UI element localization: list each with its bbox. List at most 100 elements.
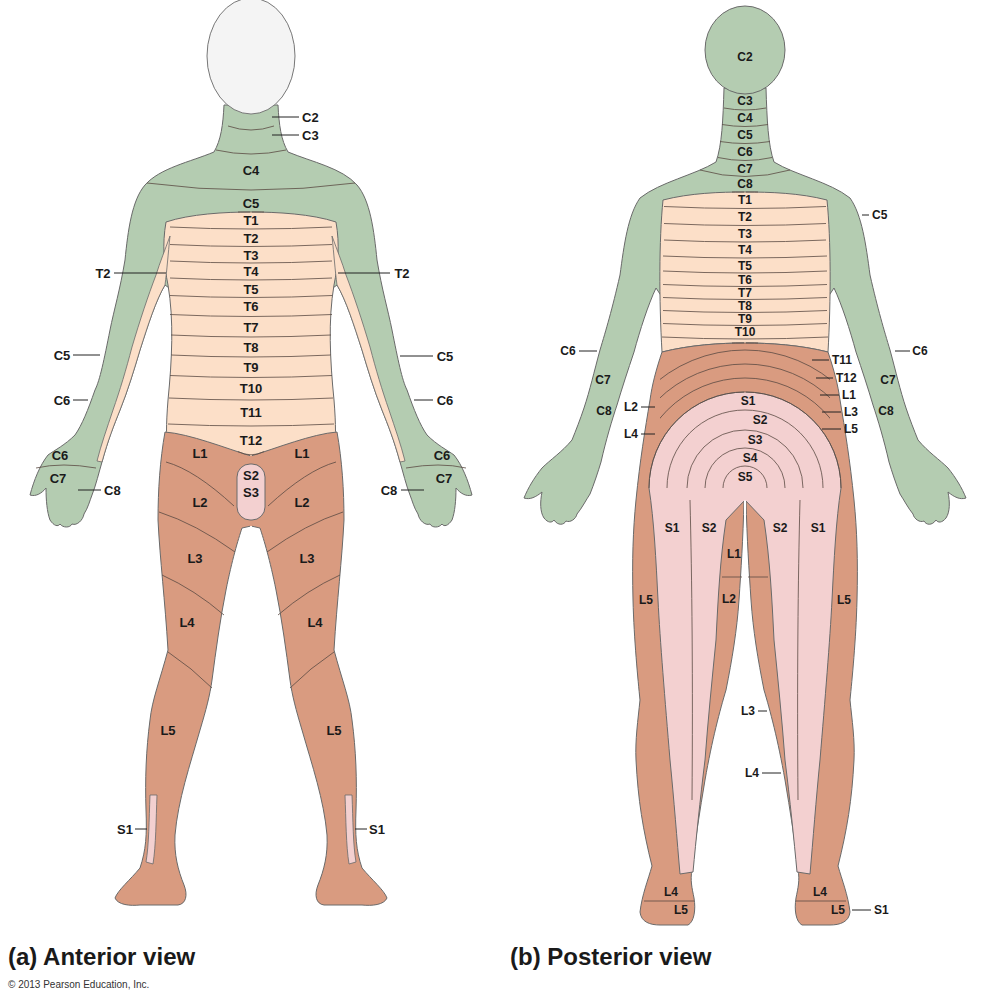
dermatome-label: L3 [299, 552, 314, 565]
dermatome-label: C5 [243, 197, 260, 210]
dermatome-label: T5 [738, 260, 752, 272]
dermatome-label: C6 [54, 394, 71, 407]
dermatome-label: L5 [160, 724, 175, 737]
dermatome-label: L1 [842, 389, 856, 401]
region-outline [746, 392, 841, 874]
dermatome-label: T6 [738, 274, 752, 286]
leader-line [73, 117, 910, 910]
dermatome-label: L4 [664, 886, 678, 898]
dermatome-label: S3 [243, 486, 259, 499]
dermatome-label: C2 [302, 111, 319, 124]
dermatome-label: C8 [104, 484, 121, 497]
dermatome-label: L4 [307, 616, 322, 629]
dermatome-label: T12 [240, 434, 262, 447]
dermatome-boundary [267, 462, 466, 688]
dermatome-label: L4 [624, 428, 638, 440]
dermatome-label: S1 [117, 823, 133, 836]
dermatome-label: L1 [192, 447, 207, 460]
dermatome-label: C8 [878, 405, 893, 417]
region-outline [660, 192, 744, 352]
dermatome-label: L3 [187, 552, 202, 565]
dermatome-label: T10 [735, 326, 756, 338]
thoracic-region [251, 212, 338, 460]
dermatome-label: L5 [837, 594, 851, 606]
dermatome-label: C8 [381, 484, 398, 497]
head-outline [207, 0, 295, 114]
dermatome-label: L3 [844, 406, 858, 418]
dermatome-label: S4 [743, 452, 758, 464]
dermatome-label: L1 [294, 447, 309, 460]
dermatome-boundary [36, 462, 235, 688]
dermatome-label: T6 [243, 300, 258, 313]
dermatome-label: S1 [665, 522, 680, 534]
dermatome-label: T5 [243, 283, 258, 296]
region-outline [649, 392, 744, 874]
dermatome-label: C8 [737, 178, 752, 190]
dermatome-label: T1 [243, 214, 258, 227]
dermatome-label: T2 [738, 211, 752, 223]
region-outline [746, 343, 857, 925]
dermatome-label: T2 [95, 267, 110, 280]
dermatome-label: T8 [738, 300, 752, 312]
dermatome-label: S2 [753, 414, 768, 426]
dermatome-label: C5 [437, 350, 454, 363]
dermatome-label: T9 [243, 361, 258, 374]
dermatome-label: L5 [326, 724, 341, 737]
head-outline [705, 6, 785, 94]
dermatome-label: L3 [741, 705, 755, 717]
dermatome-label: C3 [302, 129, 319, 142]
dermatome-label: L2 [722, 593, 736, 605]
copyright-note: © 2013 Pearson Education, Inc. [8, 980, 149, 990]
dermatome-label: T3 [243, 249, 258, 262]
dermatome-label: C7 [436, 472, 453, 485]
region-outline [115, 432, 250, 905]
dermatome-label: C4 [243, 164, 260, 177]
dermatome-label: C5 [872, 209, 887, 221]
lumbar-region [745, 343, 857, 925]
dermatome-label: C6 [437, 394, 454, 407]
dermatome-label: T8 [243, 341, 258, 354]
dermatome-label: C4 [737, 112, 752, 124]
dermatome-boundary [748, 500, 846, 901]
dermatome-label: C3 [737, 95, 752, 107]
dermatome-label: C6 [737, 146, 752, 158]
dermatome-label: L5 [639, 594, 653, 606]
dermatome-label: T11 [832, 354, 852, 366]
dermatome-label: S2 [243, 469, 259, 482]
thoracic-region [164, 212, 251, 460]
dermatome-label: C6 [52, 449, 69, 462]
dermatome-label: S3 [748, 434, 763, 446]
region-outline [746, 192, 830, 352]
sacral-region [237, 464, 265, 520]
dermatome-label: C5 [54, 349, 71, 362]
dermatome-label: L2 [192, 496, 207, 509]
dermatome-label: C6 [560, 345, 575, 357]
view-caption: (a) Anterior view [8, 945, 195, 969]
dermatome-label: C8 [596, 405, 611, 417]
dermatome-label: C7 [595, 374, 610, 386]
dermatome-label: T10 [240, 382, 262, 395]
dermatome-boundary [147, 126, 355, 455]
sacral-region [745, 392, 841, 874]
sacral-region [345, 795, 356, 864]
thoracic-region [660, 192, 745, 352]
dermatome-label: S1 [811, 522, 826, 534]
dermatome-label: T2 [394, 267, 409, 280]
dermatome-label: T11 [240, 406, 262, 419]
dermatome-boundary [644, 500, 742, 901]
dermatome-label: L4 [813, 886, 827, 898]
dermatome-label: C2 [737, 51, 752, 63]
dermatome-label: L4 [179, 616, 194, 629]
dermatome-label: C5 [737, 129, 752, 141]
dermatome-label: S2 [702, 522, 717, 534]
dermatome-label: L1 [727, 548, 741, 560]
dermatome-label: C7 [737, 163, 752, 175]
dermatome-label: S1 [874, 904, 889, 916]
dermatome-label: L5 [844, 423, 858, 435]
thoracic-arm-strip [332, 236, 405, 462]
dermatome-label: S1 [369, 823, 385, 836]
dermatome-label: L2 [624, 401, 638, 413]
dermatome-label: T2 [243, 232, 258, 245]
